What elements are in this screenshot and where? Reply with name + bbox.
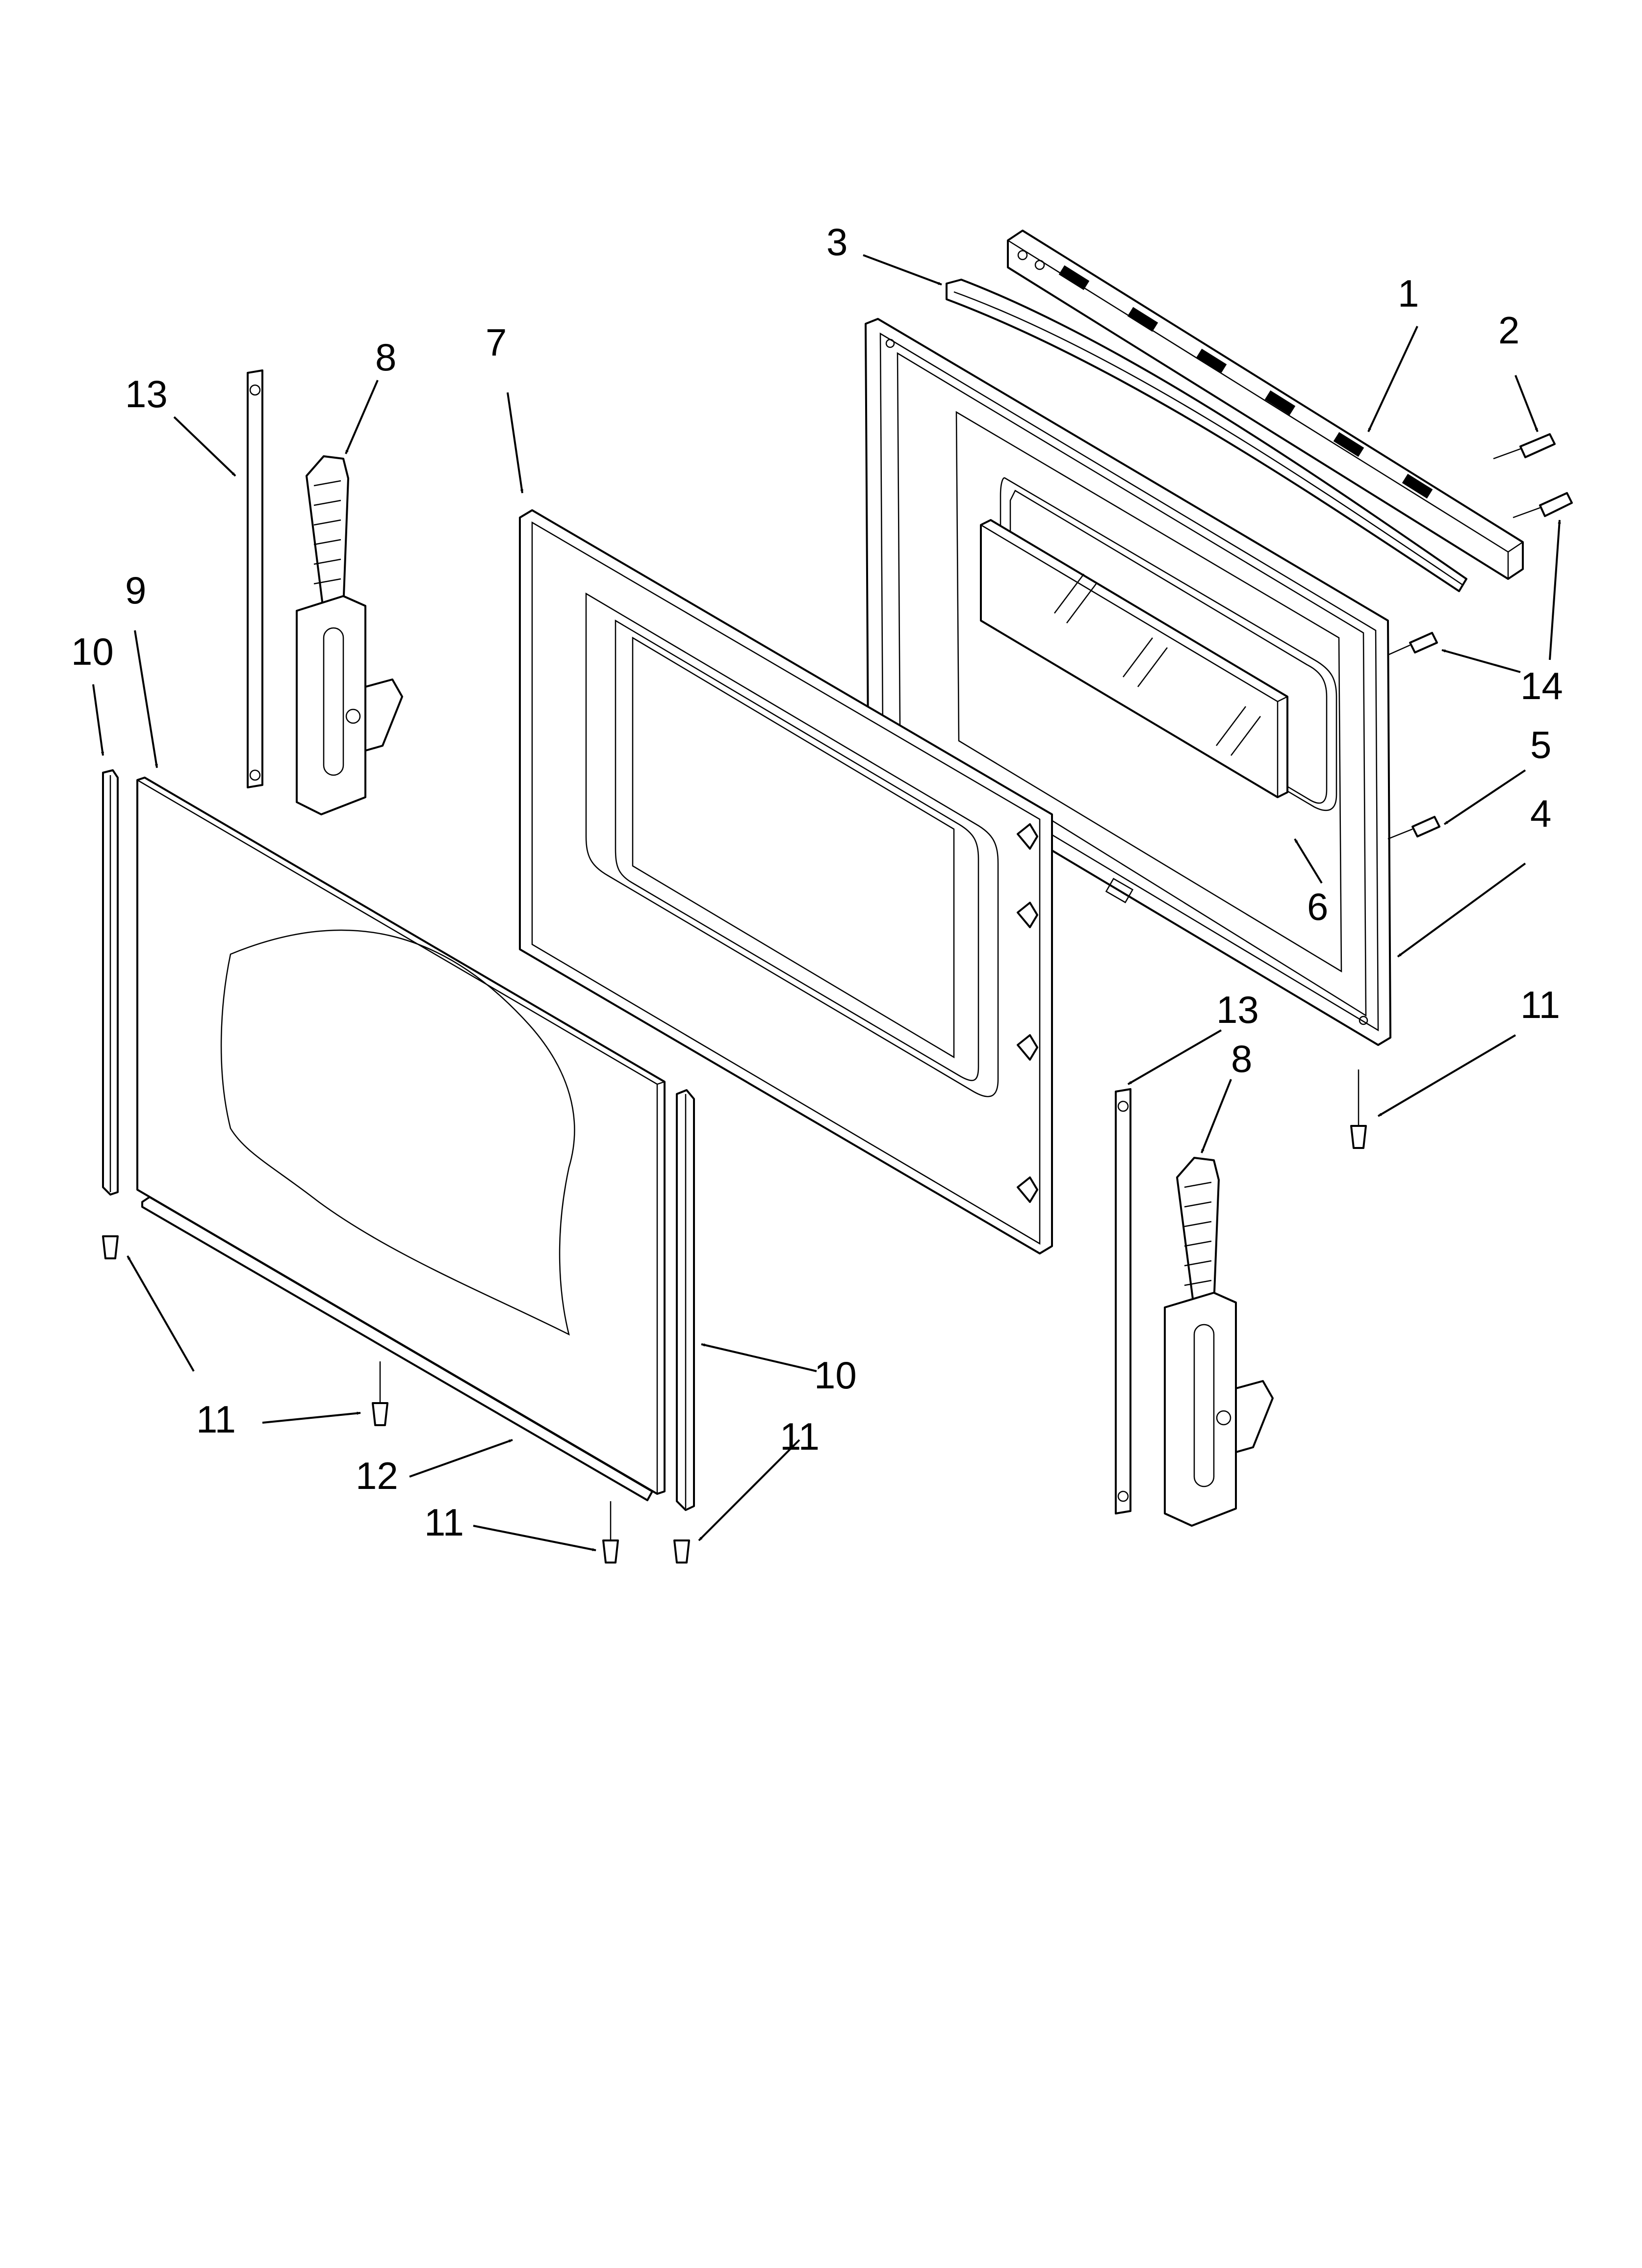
callout-11-right: 11 bbox=[1520, 983, 1560, 1026]
callout-14: 14 bbox=[1520, 664, 1563, 707]
part-1-vent-trim bbox=[1007, 230, 1524, 580]
callout-10-right: 10 bbox=[814, 1354, 857, 1397]
part-14-screw-upper bbox=[1513, 492, 1573, 519]
part-11-screw-bottom-right-1 bbox=[602, 1501, 619, 1564]
part-8-hinge-left bbox=[296, 455, 403, 815]
part-11-screw-right bbox=[1350, 1069, 1367, 1149]
part-14-screw-lower bbox=[1387, 632, 1438, 656]
callout-7: 7 bbox=[486, 321, 507, 364]
part-9-outer-door-glass bbox=[136, 777, 666, 1495]
frame-clips bbox=[1017, 823, 1038, 1203]
callout-5: 5 bbox=[1530, 723, 1551, 766]
part-10-side-trim-right bbox=[676, 1089, 695, 1511]
callout-2: 2 bbox=[1498, 309, 1519, 352]
part-13-hinge-receiver-right bbox=[1115, 1088, 1131, 1514]
callout-10-left: 10 bbox=[71, 630, 114, 673]
callout-9: 9 bbox=[125, 569, 146, 612]
callout-3: 3 bbox=[826, 220, 847, 263]
part-7-door-frame bbox=[519, 509, 1053, 1254]
callout-4: 4 bbox=[1530, 792, 1551, 835]
callout-labels: 1 2 3 4 5 6 7 8 8 9 10 10 11 11 11 11 11… bbox=[71, 220, 1563, 1544]
callout-11-bottom: 11 bbox=[424, 1501, 464, 1544]
part-8-hinge-right bbox=[1164, 1157, 1274, 1527]
callout-6: 6 bbox=[1307, 885, 1328, 928]
part-13-hinge-receiver-left bbox=[247, 369, 263, 788]
part-10-side-trim-left bbox=[102, 769, 119, 1196]
part-3-door-handle bbox=[946, 279, 1467, 592]
part-11-screw-left bbox=[102, 1235, 119, 1259]
callout-13-right: 13 bbox=[1216, 988, 1259, 1031]
callout-11-bottom-left: 11 bbox=[196, 1398, 236, 1441]
part-12-bottom-trim bbox=[141, 1196, 653, 1501]
part-5-screw bbox=[1387, 816, 1440, 840]
part-11-screw-bottom-center bbox=[372, 1361, 388, 1426]
part-6-window-glass bbox=[980, 519, 1288, 798]
callout-12: 12 bbox=[356, 1454, 398, 1497]
callout-11-bottom-center: 11 bbox=[780, 1415, 820, 1458]
callout-1: 1 bbox=[1398, 272, 1419, 315]
callout-8-right: 8 bbox=[1231, 1037, 1252, 1080]
callout-13-left: 13 bbox=[125, 372, 168, 416]
part-11-screw-bottom-right-2 bbox=[673, 1539, 690, 1564]
vent-slots bbox=[1058, 265, 1433, 499]
leader-lines bbox=[92, 254, 1561, 1551]
callout-8-left: 8 bbox=[375, 336, 396, 379]
part-2-screw bbox=[1493, 433, 1556, 460]
